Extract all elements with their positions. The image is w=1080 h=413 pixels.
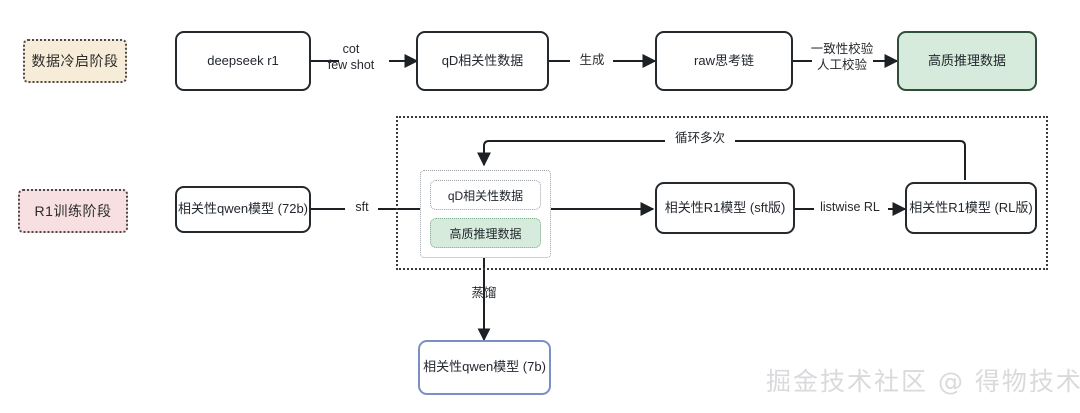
node-qwen-7b[interactable]: 相关性qwen模型 (7b) <box>418 340 551 395</box>
subnode-high-quality-reasoning-data[interactable]: 高质推理数据 <box>430 218 541 248</box>
watermark-text: 掘金技术社区 @ 得物技术 <box>766 367 1080 396</box>
edge-label-cot-few-shot: cot few shot <box>327 42 375 72</box>
node-qwen-72b[interactable]: 相关性qwen模型 (72b) <box>175 186 311 233</box>
edge-label-generate: 生成 <box>579 53 605 67</box>
node-high-quality-reasoning-data[interactable]: 高质推理数据 <box>897 31 1037 91</box>
stage-label-cold-start: 数据冷启阶段 <box>23 39 127 83</box>
node-qd-relevance-data[interactable]: qD相关性数据 <box>416 31 549 91</box>
node-deepseek-r1[interactable]: deepseek r1 <box>175 31 311 91</box>
edge-label-distill: 蒸馏 <box>471 286 497 300</box>
stage-label-r1-training: R1训练阶段 <box>18 189 128 233</box>
node-raw-cot[interactable]: raw思考链 <box>655 31 793 91</box>
r1-training-container <box>396 116 1048 270</box>
edge-label-sft: sft <box>355 200 369 214</box>
node-r1-sft[interactable]: 相关性R1模型 (sft版) <box>655 182 795 234</box>
edge-label-verification: 一致性校验 人工校验 <box>810 42 874 72</box>
node-r1-rl[interactable]: 相关性R1模型 (RL版) <box>905 182 1037 234</box>
subnode-qd-relevance-data[interactable]: qD相关性数据 <box>430 180 541 210</box>
